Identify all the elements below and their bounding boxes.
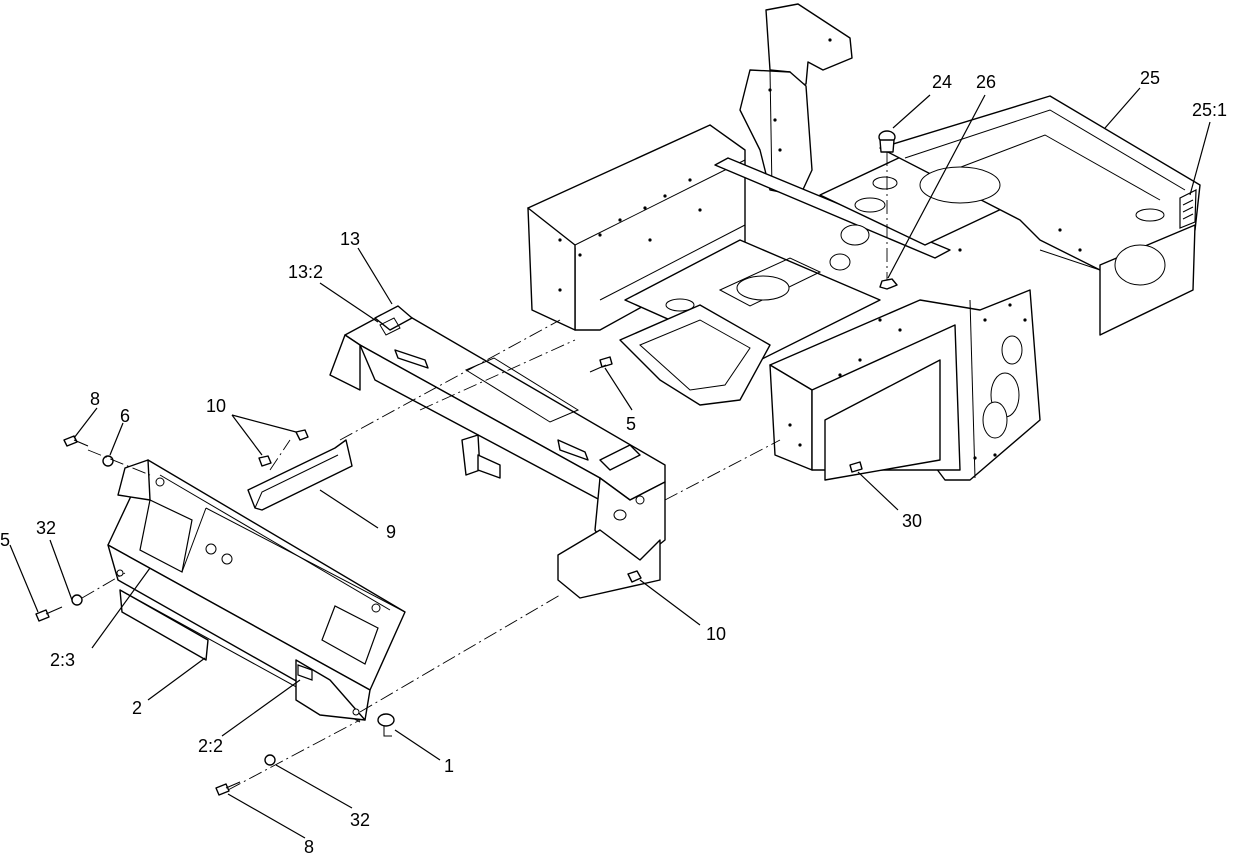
callout-32-bottom: 32 — [350, 810, 370, 830]
callout-8-top: 8 — [90, 389, 100, 409]
callout-25-1: 25:1 — [1192, 100, 1227, 120]
callout-10-top: 10 — [206, 396, 226, 416]
callout-labels: 24 26 25 25:1 13 13:2 8 6 10 5 30 9 32 5… — [0, 68, 1227, 857]
part-24-knob — [878, 130, 896, 290]
hardware — [35, 356, 863, 796]
callout-5-left: 5 — [0, 530, 10, 550]
callout-25: 25 — [1140, 68, 1160, 88]
callout-9: 9 — [386, 522, 396, 542]
callout-5-mid: 5 — [626, 414, 636, 434]
phantom-lines — [81, 319, 781, 791]
callout-13-2: 13:2 — [288, 262, 323, 282]
leader-lines — [9, 87, 1211, 839]
part-26-nut — [879, 278, 898, 290]
front-mount-13 — [329, 305, 666, 599]
callout-32-left: 32 — [36, 518, 56, 538]
callout-8-bottom: 8 — [304, 837, 314, 857]
front-panel-2 — [107, 459, 406, 723]
callout-2-2: 2:2 — [198, 736, 223, 756]
main-frame — [527, 3, 1201, 481]
callout-26: 26 — [976, 72, 996, 92]
callout-30: 30 — [902, 511, 922, 531]
callout-24: 24 — [932, 72, 952, 92]
callout-1: 1 — [444, 756, 454, 776]
callout-6: 6 — [120, 406, 130, 426]
callout-13: 13 — [340, 229, 360, 249]
callout-10-bottom: 10 — [706, 624, 726, 644]
callout-2: 2 — [132, 698, 142, 718]
callout-2-3: 2:3 — [50, 650, 75, 670]
part-9-bracket — [247, 439, 353, 511]
